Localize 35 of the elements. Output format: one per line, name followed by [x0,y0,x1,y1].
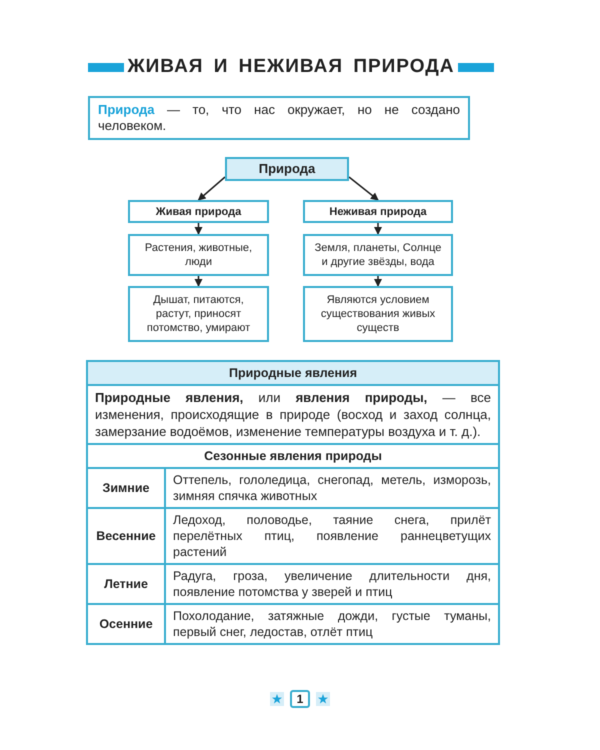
root-box [225,157,349,181]
category-box [128,200,269,223]
arrow [194,276,202,287]
season-name: Летние [87,564,165,604]
box-text: Являются условием существования живых существ [320,293,436,335]
box-text: Растения, животные, люди [144,241,254,269]
season-name: Зимние [87,468,165,508]
section-heading: Природные явления [87,361,499,385]
box-text: Дышат, питаются, растут, приносят потомство, умирают [146,293,252,335]
arrow [374,276,382,287]
box-text: Неживая природа [329,204,427,218]
phenomena-list: Оттепель, гололедица, снегопад, метель, изморозь, зимняя спячка животных [165,468,499,508]
season-name: Весенние [87,508,165,564]
subsection-heading: Сезонные явления природы [87,444,499,468]
box-text: Живая природа [156,204,242,218]
process-box [303,286,453,342]
page-number: 1 [290,690,310,708]
definition-text: Природа — то, что нас окружает, но не создано человеком. [98,102,460,134]
definition-box [88,96,470,140]
definition-paragraph: Природные явления, или явления природы, — все изменения, происходящие в природе (восход и заход солнца, замерзание водоёмов, изменение температуры воздуха и т. д.). [87,385,499,444]
phenomena-list: Радуга, гроза, увеличение длительности дня, появление потомства у зверей и птиц [165,564,499,604]
arrow [374,223,382,235]
arrow [198,176,226,201]
process-box [303,234,453,276]
phenomena-list: Похолодание, затяжные дожди, густые туманы, первый снег, ледостав, отлёт птиц [165,604,499,644]
arrow [348,176,379,201]
box-text: Земля, планеты, Солнце и другие звёзды, вода [314,241,442,269]
process-box [128,286,269,342]
arrow [194,223,202,235]
box-text: Природа [258,162,316,176]
phenomena-list: Ледоход, половодье, таяние снега, прилёт перелётных птиц, появление раннецветущих растений [165,508,499,564]
page-title: ЖИВАЯ И НЕЖИВАЯ ПРИРОДА [126,56,456,78]
season-name: Осенние [87,604,165,644]
process-box [128,234,269,276]
category-box [303,200,453,223]
